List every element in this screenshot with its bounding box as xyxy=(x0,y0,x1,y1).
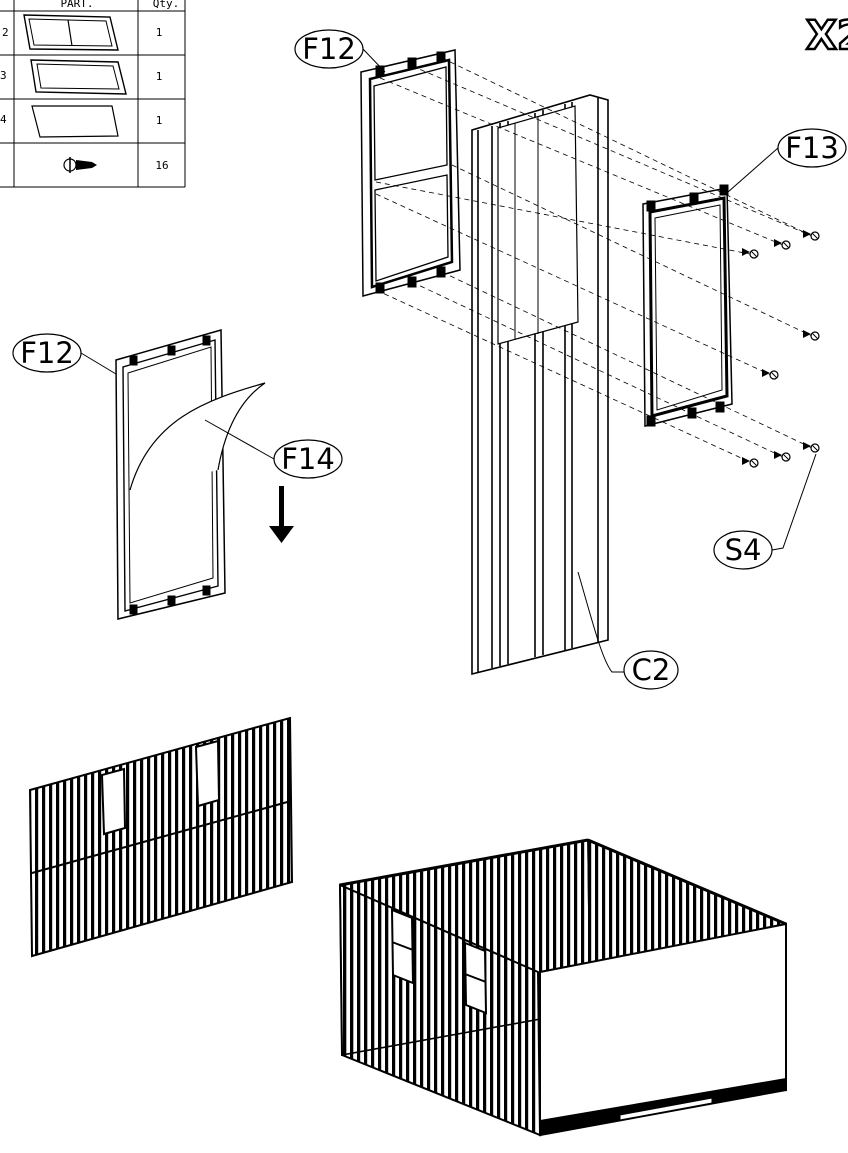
quantity-multiplier: X2 xyxy=(806,13,848,59)
down-arrow-icon xyxy=(269,486,294,543)
callout-s4: S4 xyxy=(713,453,817,570)
f12-frame-with-film xyxy=(115,329,266,620)
part-qty: 1 xyxy=(156,114,163,127)
callout-label: F14 xyxy=(281,442,335,476)
table-row: 2 1 xyxy=(2,14,163,51)
screw-icon xyxy=(63,157,97,173)
part-number: 4 xyxy=(0,113,7,126)
c2-wall-panel xyxy=(471,94,609,676)
shed-assembly xyxy=(338,838,787,1137)
assembly-guide-lines xyxy=(375,57,813,464)
shed-side-wall xyxy=(28,716,294,958)
parts-table: PART. Qty. 2 1 3 1 4 1 xyxy=(0,0,186,188)
clear-panel-icon xyxy=(31,105,119,138)
table-header-qty: Qty. xyxy=(153,0,180,10)
f12-window-frame xyxy=(360,49,461,297)
part-qty: 1 xyxy=(156,70,163,83)
screw-set xyxy=(741,229,820,468)
table-row: 3 1 xyxy=(0,59,163,95)
callout-f12-top: F12 xyxy=(294,29,386,73)
part-qty: 16 xyxy=(155,159,168,172)
table-row: 4 1 xyxy=(0,105,163,138)
window-frame-double-icon xyxy=(23,14,119,51)
callout-label: S4 xyxy=(725,533,762,567)
window-frame-icon xyxy=(30,59,127,95)
table-row: 16 xyxy=(63,157,169,173)
callout-label: F13 xyxy=(785,131,839,165)
callout-f13: F13 xyxy=(727,128,847,193)
callout-f14: F14 xyxy=(204,419,343,479)
part-qty: 1 xyxy=(156,26,163,39)
f13-window-frame xyxy=(642,184,733,427)
part-number: 3 xyxy=(0,69,7,82)
callout-label: F12 xyxy=(302,32,356,66)
table-header-part: PART. xyxy=(60,0,93,10)
callout-c2: C2 xyxy=(577,571,679,690)
part-number: 2 xyxy=(2,26,9,39)
callout-label: C2 xyxy=(632,653,671,687)
callout-label: F12 xyxy=(20,336,74,370)
callout-f12-left: F12 xyxy=(12,333,117,375)
